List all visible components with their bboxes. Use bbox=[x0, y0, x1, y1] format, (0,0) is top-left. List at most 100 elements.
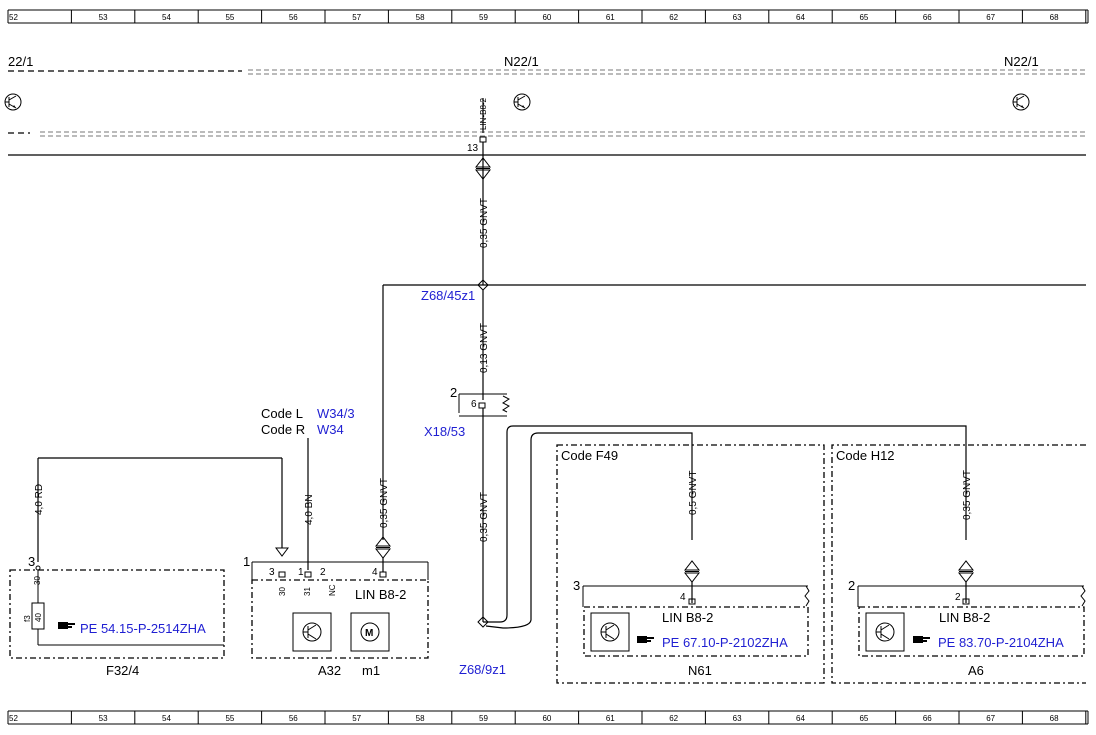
module-n61: Code F49 0,5 GNVT 3 4 LIN B8-2 PE 67 bbox=[556, 444, 825, 684]
pin-13-label: 13 bbox=[467, 143, 479, 154]
ruler-column-label: 57 bbox=[352, 714, 361, 723]
ruler-column-label: 60 bbox=[542, 13, 551, 22]
n61-lin-label: LIN B8-2 bbox=[662, 610, 713, 625]
ruler-column-label: 52 bbox=[9, 13, 18, 22]
transistor-icon bbox=[513, 93, 531, 111]
f32-pin: 3 bbox=[28, 554, 35, 569]
ruler-column-label: 54 bbox=[162, 714, 171, 723]
svg-text:M: M bbox=[365, 628, 373, 639]
ruler-column-label: 65 bbox=[859, 714, 868, 723]
f32-name: F32/4 bbox=[106, 663, 139, 678]
f32-terminal: 30 bbox=[33, 576, 42, 585]
x18-pin-inner: 6 bbox=[471, 399, 477, 410]
f32-ref-link[interactable]: PE 54.15-P-2514ZHA bbox=[80, 621, 206, 636]
fuse-rating: 40 bbox=[34, 613, 43, 622]
a32-term-30: 30 bbox=[278, 587, 287, 596]
ruler-column-label: 53 bbox=[99, 714, 108, 723]
ruler-column-label: 67 bbox=[986, 714, 995, 723]
ruler-column-label: 62 bbox=[669, 714, 678, 723]
n61-ref-link[interactable]: PE 67.10-P-2102ZHA bbox=[662, 635, 788, 650]
ruler-column-label: 56 bbox=[289, 714, 298, 723]
a32-pin-3: 3 bbox=[269, 567, 275, 578]
wire-label-x18: 0,13 GNVT bbox=[479, 323, 490, 373]
code-f49: Code F49 bbox=[561, 448, 618, 463]
ruler-column-label: 66 bbox=[923, 714, 932, 723]
ruler-column-label: 55 bbox=[225, 13, 234, 22]
wire-label-a6: 0,35 GNVT bbox=[962, 470, 973, 520]
bottom-ruler: 525354555657585960616263646566676869 bbox=[7, 710, 1089, 725]
ruler-column-label: 63 bbox=[733, 13, 742, 22]
a32-sub: m1 bbox=[362, 663, 380, 678]
n61-pin: 4 bbox=[680, 592, 686, 603]
splice-z68-9z1[interactable]: Z68/9z1 bbox=[459, 662, 506, 677]
feed-wires bbox=[483, 425, 967, 629]
a6-pin: 2 bbox=[955, 592, 961, 603]
ruler-column-label: 61 bbox=[606, 13, 615, 22]
wire-label-n61: 0,5 GNVT bbox=[688, 471, 699, 515]
ruler-column-label: 56 bbox=[289, 13, 298, 22]
splice-z68-45z1[interactable]: Z68/45z1 bbox=[421, 288, 475, 303]
ruler-column-label: 59 bbox=[479, 13, 488, 22]
ruler-column-label: 57 bbox=[352, 13, 361, 22]
wire-label-a32: 0,35 GNVT bbox=[379, 478, 390, 528]
a32-pin-4: 4 bbox=[372, 567, 378, 578]
top-ruler: 525354555657585960616263646566676869 bbox=[7, 9, 1089, 24]
lin-pin-label: LIN-B8-2 bbox=[479, 97, 488, 130]
ruler-column-label: 67 bbox=[986, 13, 995, 22]
wire-label-red: 4,0 RD bbox=[34, 484, 45, 515]
module-a32: 0,35 GNVT 1 3 1 2 4 30 31 NC LIN B8-2 bbox=[243, 478, 429, 678]
a32-term-31: 31 bbox=[303, 587, 312, 596]
ruler-column-label: 58 bbox=[416, 714, 425, 723]
main-drop-wire: 0,35 GNVT bbox=[474, 142, 492, 285]
ruler-column-label: 52 bbox=[9, 714, 18, 723]
module-a6: Code H12 0,35 GNVT 2 2 LIN B8-2 PE 8 bbox=[831, 444, 1086, 684]
ruler-column-label: 55 bbox=[225, 714, 234, 723]
ruler-column-label: 62 bbox=[669, 13, 678, 22]
connector-arrow-icon bbox=[683, 560, 701, 583]
a6-name: A6 bbox=[968, 663, 984, 678]
a6-pin-group: 2 bbox=[848, 578, 855, 593]
x18-pin-outer: 2 bbox=[450, 385, 457, 400]
ruler-column-label: 61 bbox=[606, 714, 615, 723]
transistor-icon bbox=[302, 622, 322, 642]
a32-name: A32 bbox=[318, 663, 341, 678]
x18-branch: 0,13 GNVT 2 6 X18/53 0,35 GNVT Z68/9z1 bbox=[424, 290, 510, 677]
ruler-column-label: 65 bbox=[859, 13, 868, 22]
bus-label-right: N22/1 bbox=[1004, 54, 1039, 69]
connector-arrow-icon bbox=[957, 560, 975, 583]
ruler-column-label: 59 bbox=[479, 714, 488, 723]
code-r-label: Code R bbox=[261, 422, 305, 437]
code-r-ref[interactable]: W34 bbox=[317, 422, 344, 437]
ruler-column-label: 64 bbox=[796, 13, 805, 22]
code-l-ref[interactable]: W34/3 bbox=[317, 406, 355, 421]
splice-diamond-icon bbox=[477, 616, 489, 628]
motor-icon: M bbox=[360, 622, 380, 642]
code-l-label: Code L bbox=[261, 406, 303, 421]
code-lr: Code L W34/3 Code R W34 4,0 BN bbox=[261, 406, 355, 570]
bus-label-center: N22/1 bbox=[504, 54, 539, 69]
ruler-column-label: 58 bbox=[416, 13, 425, 22]
transistor-icon bbox=[4, 93, 22, 111]
transistor-icon bbox=[1012, 93, 1030, 111]
a32-term-nc: NC bbox=[328, 584, 337, 596]
hand-pointer-icon bbox=[913, 636, 930, 643]
transistor-icon bbox=[600, 622, 620, 642]
a6-ref-link[interactable]: PE 83.70-P-2104ZHA bbox=[938, 635, 1064, 650]
connector-arrow-icon bbox=[474, 157, 492, 180]
ruler-column-label: 53 bbox=[99, 13, 108, 22]
a32-pin-2: 2 bbox=[320, 567, 326, 578]
top-bus: 22/1 N22/1 N22/1 bbox=[4, 54, 1086, 156]
a6-lin-label: LIN B8-2 bbox=[939, 610, 990, 625]
wire-label-main: 0,35 GNVT bbox=[479, 198, 490, 248]
fuse-icon bbox=[31, 602, 224, 646]
code-h12: Code H12 bbox=[836, 448, 895, 463]
connector-arrow-icon bbox=[374, 536, 392, 559]
hand-pointer-icon bbox=[637, 636, 654, 643]
connector-x18-53[interactable]: X18/53 bbox=[424, 424, 465, 439]
n61-name: N61 bbox=[688, 663, 712, 678]
bus-label-left: 22/1 bbox=[8, 54, 33, 69]
ruler-column-label: 54 bbox=[162, 13, 171, 22]
ruler-column-label: 68 bbox=[1050, 714, 1059, 723]
wire-label-x18-z68: 0,35 GNVT bbox=[479, 492, 490, 542]
